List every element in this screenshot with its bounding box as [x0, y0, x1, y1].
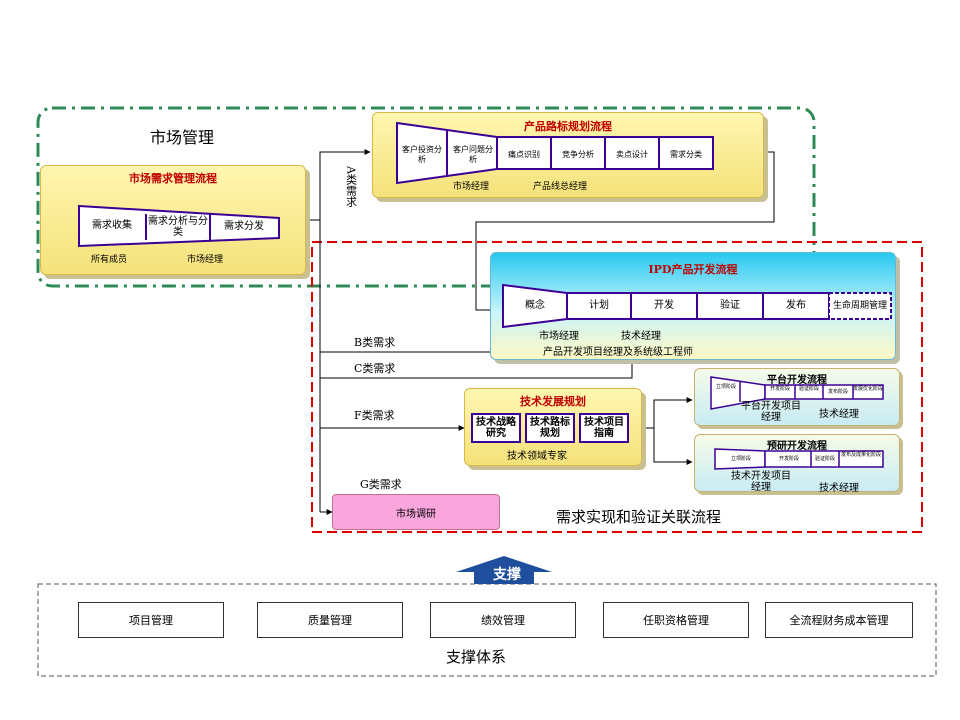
line-tech-to-preresearch — [653, 428, 693, 465]
market-research-box: 市场调研 — [332, 494, 500, 530]
tech-stage-strategy: 技术战略研究 — [471, 413, 521, 443]
roadmap-stage-5: 卖点设计 — [616, 150, 648, 159]
g-demand-label: G类需求 — [360, 478, 402, 491]
platform-stage-4: 发布阶段 — [827, 389, 848, 395]
platform-stage-1: 立项阶段 — [715, 384, 736, 390]
roadmap-stage-1: 客户投资分析 — [402, 145, 442, 164]
ipd-role-tm: 技术经理 — [621, 331, 661, 342]
tech-stage-roadmap: 技术路标规划 — [525, 413, 575, 443]
roadmap-process-title: 产品路标规划流程 — [524, 120, 612, 133]
preresearch-title: 预研开发流程 — [767, 441, 827, 452]
roadmap-stage-4: 竞争分析 — [562, 150, 594, 159]
support-arrow-shaft — [488, 572, 520, 584]
platform-role-pm: 平台开发项目经理 — [741, 401, 801, 423]
support-item-project: 项目管理 — [78, 602, 224, 638]
realization-region — [311, 241, 923, 533]
ipd-stage-concept: 概念 — [525, 300, 545, 312]
demand-stage-analyze: 需求分析与分类 — [145, 214, 211, 240]
ipd-process-title: IPD产品开发流程 — [648, 263, 738, 276]
preresearch-stage-4: 发布及成果化阶段 — [841, 452, 882, 458]
platform-dev-title: 平台开发流程 — [767, 375, 827, 386]
roadmap-role-mm: 市场经理 — [453, 182, 490, 192]
ipd-role-pm: 产品开发项目经理及系统级工程师 — [543, 347, 693, 358]
realization-title: 需求实现和验证关联流程 — [556, 508, 722, 526]
line-to-roadmap — [305, 149, 371, 221]
support-arrow — [456, 556, 552, 584]
a-demand-text: A类需求 — [344, 166, 358, 207]
a-demand-label: A类需求 — [344, 166, 358, 210]
ipd-stage-verify: 验证 — [720, 300, 740, 312]
ipd-funnel — [502, 283, 892, 329]
support-item-performance: 绩效管理 — [430, 602, 576, 638]
demand-process-box: 市场需求管理流程 需求收集 需求分析与分类 需求分发 所有成员 市场经理 — [40, 165, 306, 275]
roadmap-stage-2: 客户问题分析 — [453, 145, 493, 164]
tech-plan-title: 技术发展规划 — [520, 395, 586, 408]
demand-stage-collect: 需求收集 — [92, 220, 132, 232]
ipd-stage-release: 发布 — [786, 300, 806, 312]
roadmap-stage-6: 需求分类 — [670, 150, 702, 159]
ipd-stage-plan: 计划 — [589, 300, 609, 312]
line-tech-to-platform — [640, 397, 693, 429]
support-item-qualification: 任职资格管理 — [603, 602, 749, 638]
preresearch-role-pm: 技术开发项目经理 — [731, 471, 791, 493]
b-demand-label: B类需求 — [354, 336, 396, 349]
roadmap-role-gm: 产品线总经理 — [533, 182, 588, 192]
tech-plan-box: 技术发展规划 技术战略研究 技术路标规划 技术项目指南 技术领域专家 — [464, 388, 642, 466]
platform-stage-2: 开发阶段 — [769, 386, 790, 392]
tech-stage-guide: 技术项目指南 — [579, 413, 629, 443]
platform-role-tm: 技术经理 — [819, 409, 859, 420]
roadmap-process-box: 产品路标规划流程 客户投资分析 客户问题分析 痛点识别 竞争分析 卖点设计 需求… — [372, 112, 764, 198]
preresearch-funnel — [714, 448, 884, 470]
platform-dev-box: 平台开发流程 立项阶段 开发阶段 验证阶段 发布阶段 发展优化阶段 平台开发项目… — [694, 368, 900, 426]
demand-role-all: 所有成员 — [91, 255, 128, 265]
preresearch-stage-3: 验证阶段 — [814, 456, 835, 462]
line-roadmap-to-ipd — [475, 151, 775, 313]
support-item-quality: 质量管理 — [257, 602, 403, 638]
roadmap-funnel — [396, 121, 714, 185]
ipd-stage-lifecycle: 生命周期管理 — [832, 300, 887, 311]
preresearch-stage-1: 立项阶段 — [730, 456, 751, 462]
market-mgmt-title: 市场管理 — [150, 128, 215, 147]
support-title: 支撑体系 — [446, 648, 507, 666]
platform-stage-3: 验证阶段 — [798, 386, 819, 392]
preresearch-stage-2: 开发阶段 — [778, 456, 799, 462]
platform-stage-5: 发展优化阶段 — [853, 386, 884, 392]
demand-role-mm: 市场经理 — [187, 255, 224, 265]
demand-funnel — [78, 204, 280, 248]
support-arrow-label: 支撑 — [493, 567, 521, 583]
ipd-stage-develop: 开发 — [654, 300, 674, 312]
market-mgmt-region — [36, 106, 816, 288]
c-demand-label: C类需求 — [354, 362, 396, 375]
demand-stage-distribute: 需求分发 — [224, 221, 264, 233]
ipd-role-mm: 市场经理 — [539, 331, 579, 342]
platform-funnel — [710, 376, 884, 410]
preresearch-role-tm: 技术经理 — [819, 483, 859, 494]
tech-plan-role: 技术领域专家 — [507, 451, 567, 462]
demand-process-title: 市场需求管理流程 — [129, 172, 217, 185]
roadmap-stage-3: 痛点识别 — [508, 150, 540, 159]
ipd-process-box: IPD产品开发流程 概念 计划 开发 验证 发布 生命周期管理 市场经理 技术经… — [490, 252, 896, 360]
preresearch-box: 预研开发流程 立项阶段 开发阶段 验证阶段 发布及成果化阶段 技术开发项目经理 … — [694, 434, 900, 494]
support-item-finance: 全流程财务成本管理 — [765, 602, 913, 638]
f-demand-label: F类需求 — [354, 409, 395, 422]
